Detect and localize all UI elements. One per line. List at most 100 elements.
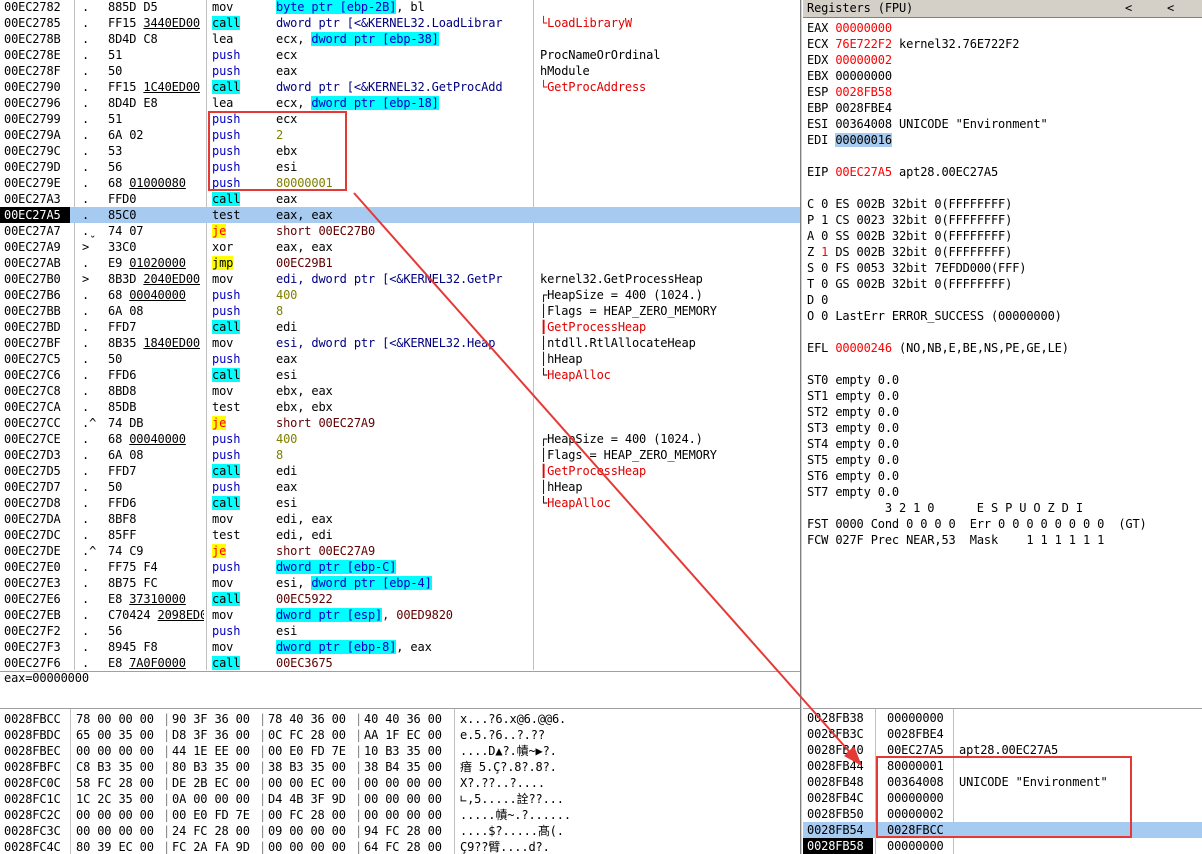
- register-line[interactable]: FST 0000 Cond 0 0 0 0 Err 0 0 0 0 0 0 0 …: [807, 516, 1147, 532]
- register-line[interactable]: ST0 empty 0.0: [807, 372, 899, 388]
- register-value[interactable]: 0028FBE4: [835, 101, 892, 115]
- register-value[interactable]: empty: [835, 437, 871, 451]
- register-value[interactable]: empty: [835, 373, 871, 387]
- register-value[interactable]: empty: [835, 485, 871, 499]
- register-line[interactable]: EBX 00000000: [807, 68, 892, 84]
- register-value[interactable]: empty: [835, 469, 871, 483]
- register-value[interactable]: FS 0053: [835, 261, 885, 275]
- register-value[interactable]: 00000000: [835, 69, 892, 83]
- register-line[interactable]: EIP 00EC27A5 apt28.00EC27A5: [807, 164, 998, 180]
- nav-right-button[interactable]: <: [1167, 1, 1175, 15]
- register-line[interactable]: ST5 empty 0.0: [807, 452, 899, 468]
- register-line[interactable]: EBP 0028FBE4: [807, 100, 892, 116]
- register-value[interactable]: 00000016: [835, 133, 892, 147]
- register-value[interactable]: ES 002B: [835, 197, 885, 211]
- register-line[interactable]: A 0 SS 002B 32bit 0(FFFFFFFF): [807, 228, 1012, 244]
- register-value[interactable]: empty: [835, 421, 871, 435]
- register-line[interactable]: EDI 00000016: [807, 132, 892, 148]
- register-value[interactable]: empty: [835, 405, 871, 419]
- register-line[interactable]: ST6 empty 0.0: [807, 468, 899, 484]
- register-value[interactable]: 0000: [835, 517, 864, 531]
- disasm-row[interactable]: 00EC27EB.C70424 2098ED00movdword ptr [es…: [0, 607, 800, 623]
- register-value[interactable]: CS 0023: [835, 213, 885, 227]
- nav-left-button[interactable]: <: [1125, 1, 1133, 15]
- register-line[interactable]: EDX 00000002: [807, 52, 892, 68]
- register-line[interactable]: ST1 empty 0.0: [807, 388, 899, 404]
- register-value[interactable]: DS 002B: [835, 245, 885, 259]
- register-line[interactable]: Z 1 DS 002B 32bit 0(FFFFFFFF): [807, 244, 1012, 260]
- register-line[interactable]: 3 2 1 0 E S P U O Z D I: [807, 500, 1083, 516]
- register-line[interactable]: EAX 00000000: [807, 20, 892, 36]
- register-value[interactable]: 00000000: [835, 21, 892, 35]
- register-value[interactable]: 00000246: [835, 341, 892, 355]
- register-value[interactable]: 00364008: [835, 117, 892, 131]
- register-line[interactable]: C 0 ES 002B 32bit 0(FFFFFFFF): [807, 196, 1012, 212]
- register-value[interactable]: SS 002B: [835, 229, 885, 243]
- register-value[interactable]: LastErr: [835, 309, 885, 323]
- register-value[interactable]: 0028FB58: [835, 85, 892, 99]
- register-value[interactable]: 027F: [835, 533, 864, 547]
- register-line[interactable]: ESI 00364008 UNICODE "Environment": [807, 116, 1048, 132]
- register-line[interactable]: P 1 CS 0023 32bit 0(FFFFFFFF): [807, 212, 1012, 228]
- register-line[interactable]: D 0: [807, 292, 835, 308]
- register-line[interactable]: EFL 00000246 (NO,NB,E,BE,NS,PE,GE,LE): [807, 340, 1069, 356]
- register-line[interactable]: ST7 empty 0.0: [807, 484, 899, 500]
- register-value[interactable]: empty: [835, 453, 871, 467]
- register-line[interactable]: O 0 LastErr ERROR_SUCCESS (00000000): [807, 308, 1062, 324]
- register-line[interactable]: ST2 empty 0.0: [807, 404, 899, 420]
- register-line[interactable]: ST4 empty 0.0: [807, 436, 899, 452]
